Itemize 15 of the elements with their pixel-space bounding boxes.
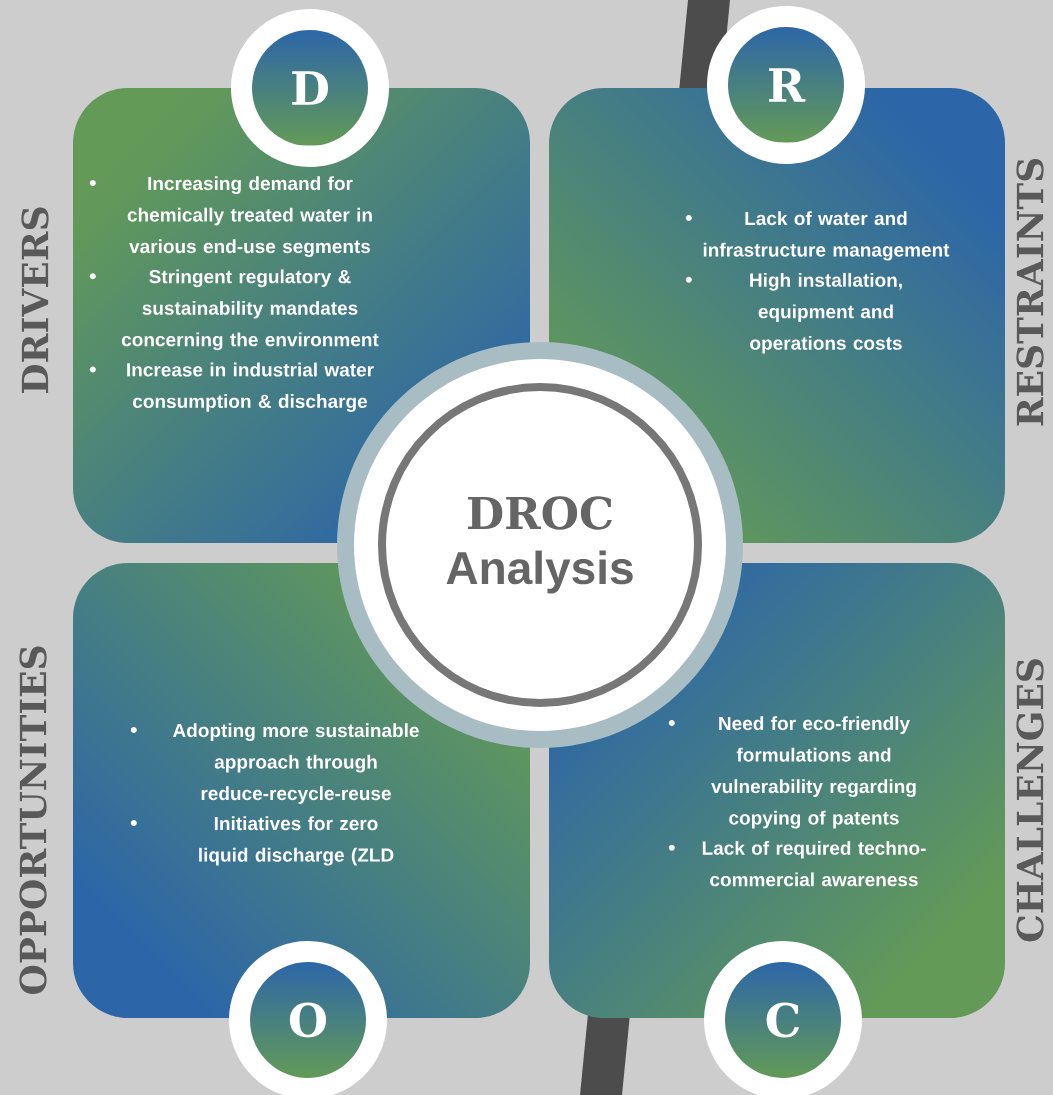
side-label: OPPORTUNITIES	[19, 646, 47, 995]
bullet-text: Initiatives for zero liquid discharge (ZLD	[199, 816, 394, 866]
bullet-text: High installation, equipment and operations costs	[750, 272, 902, 354]
bullet-text: Lack of water and infrastructure management	[703, 211, 950, 261]
center-title: Analysis	[446, 550, 633, 594]
side-label: DRIVERS	[21, 207, 49, 393]
bullet-text: Need for eco-friendly formulations and vulnerability regarding copying of patents	[711, 716, 916, 829]
center-title: DROC	[468, 496, 612, 530]
bullet-text: Adopting more sustainable approach through reduce-recycle-reuse	[172, 723, 419, 804]
bullet-text: Increasing demand for chemically treated water in various end-use segments	[127, 176, 372, 257]
bullet-text: Stringent regulatory & sustainability mandates concerning the environment	[121, 269, 379, 351]
bullet-text: Lack of required techno-commercial awareness	[702, 840, 926, 887]
side-label: RESTRAINTS	[1016, 158, 1044, 426]
side-label: CHALLENGES	[1016, 659, 1044, 942]
bullet-text: Increase in industrial water consumption & discharge	[127, 362, 374, 412]
